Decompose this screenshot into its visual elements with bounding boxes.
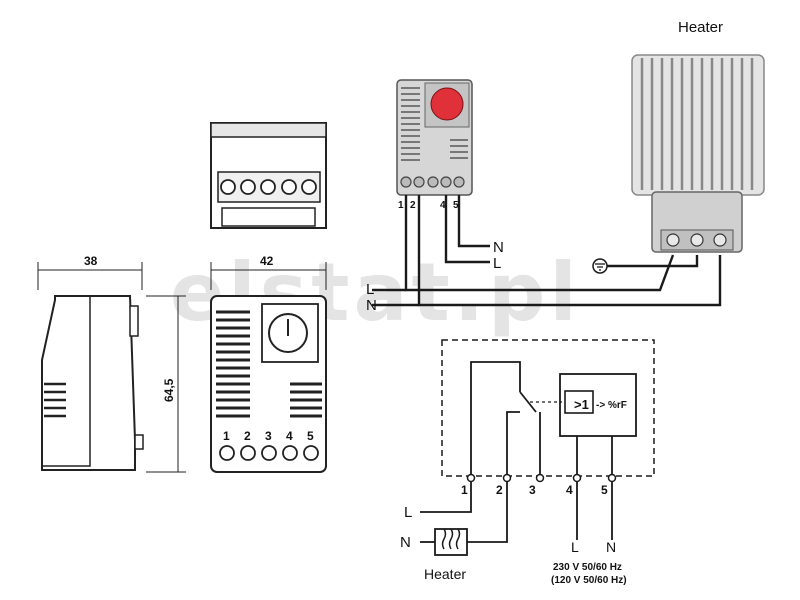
schem-L-label: L	[404, 504, 412, 521]
front-term-3: 3	[265, 429, 272, 443]
wiring-N-label: N	[366, 297, 377, 314]
wiring-L-label: L	[366, 281, 374, 298]
dim-height: 64,5	[162, 378, 176, 402]
small-term-2: 2	[410, 200, 416, 211]
voltage-label-2: (120 V 50/60 Hz)	[551, 575, 627, 586]
dim-width-side: 38	[84, 254, 98, 268]
schem-N-label: N	[400, 534, 411, 551]
small-term-4: 4	[440, 200, 446, 211]
front-term-1: 1	[223, 429, 230, 443]
schem-term-4: 4	[566, 483, 573, 497]
dimension-lines	[37, 262, 327, 473]
voltage-label-1: 230 V 50/60 Hz	[553, 562, 622, 573]
wiring-top	[372, 195, 722, 307]
heater-element-icon	[441, 528, 461, 550]
schem-term-3: 3	[529, 483, 536, 497]
heater-L-label: L	[493, 255, 501, 272]
front-term-2: 2	[244, 429, 251, 443]
schematic	[420, 339, 655, 556]
relay-symbol: >1	[574, 397, 589, 412]
schem-term-1: 1	[461, 483, 468, 497]
schem-term-2: 2	[496, 483, 503, 497]
supply-N-label: N	[606, 539, 616, 555]
heater-label-top: Heater	[678, 19, 723, 36]
small-term-5: 5	[453, 200, 459, 211]
relay-output: -> %rF	[596, 400, 627, 411]
thermostat-device	[396, 79, 473, 196]
small-term-1: 1	[398, 200, 404, 211]
schematic-terminal-dots	[466, 473, 617, 483]
top-view	[210, 122, 327, 229]
ground-symbol	[592, 258, 608, 274]
heater-device	[631, 54, 765, 253]
side-view	[41, 295, 144, 471]
schem-term-5: 5	[601, 483, 608, 497]
heater-label-bottom: Heater	[424, 566, 466, 582]
front-term-5: 5	[307, 429, 314, 443]
dim-width-front: 42	[260, 254, 274, 268]
supply-L-label: L	[571, 539, 579, 555]
heater-N-label: N	[493, 239, 504, 256]
front-view	[210, 295, 327, 473]
front-term-4: 4	[286, 429, 293, 443]
